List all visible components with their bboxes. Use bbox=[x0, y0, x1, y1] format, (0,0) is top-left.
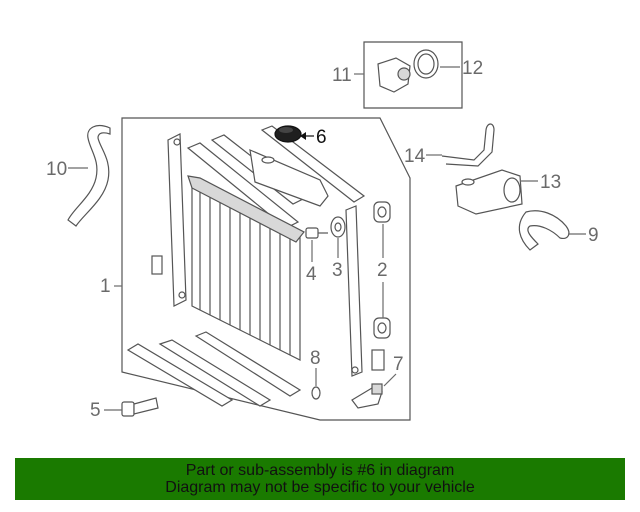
svg-text:5: 5 bbox=[90, 400, 101, 421]
callout-8: 8 bbox=[310, 348, 321, 386]
svg-text:14: 14 bbox=[404, 146, 426, 167]
bolt-part-5 bbox=[121, 397, 159, 417]
radiator-top-tank bbox=[249, 149, 329, 207]
callout-10: 10 bbox=[46, 159, 88, 180]
pipe-part-14 bbox=[441, 123, 495, 167]
svg-text:10: 10 bbox=[46, 159, 67, 180]
radiator-cap-part-6 bbox=[274, 125, 302, 143]
gasket-part-12 bbox=[413, 49, 439, 79]
callout-9: 9 bbox=[568, 225, 599, 246]
lower-strips bbox=[126, 331, 302, 407]
hose-part-9 bbox=[518, 210, 570, 251]
bolt-part-4 bbox=[305, 227, 328, 239]
hose-part-10 bbox=[67, 125, 111, 227]
svg-text:11: 11 bbox=[332, 65, 352, 86]
callout-11: 11 bbox=[332, 65, 364, 86]
sensor-part-7 bbox=[351, 383, 383, 409]
callout-3: 3 bbox=[332, 238, 343, 281]
drain-plug-part-8 bbox=[311, 386, 321, 400]
banner-line-2: Diagram may not be specific to your vehi… bbox=[165, 479, 475, 496]
svg-text:4: 4 bbox=[306, 264, 317, 285]
svg-text:6: 6 bbox=[316, 127, 327, 148]
info-banner: Part or sub-assembly is #6 in diagram Di… bbox=[15, 458, 625, 500]
callout-4: 4 bbox=[306, 240, 317, 285]
svg-text:7: 7 bbox=[393, 354, 404, 375]
svg-text:1: 1 bbox=[100, 276, 111, 297]
radiator-core bbox=[187, 175, 305, 361]
parts-diagram: 1 2 3 4 5 6 7 8 9 10 11 bbox=[46, 41, 599, 421]
right-support bbox=[345, 205, 385, 377]
callout-1: 1 bbox=[100, 276, 122, 297]
callout-2: 2 bbox=[377, 224, 388, 318]
callout-12: 12 bbox=[440, 58, 483, 79]
svg-text:3: 3 bbox=[332, 260, 343, 281]
housing-group-11 bbox=[363, 41, 463, 109]
callout-14: 14 bbox=[404, 146, 442, 167]
reservoir-part-13 bbox=[455, 169, 523, 215]
svg-text:12: 12 bbox=[462, 58, 483, 79]
svg-text:2: 2 bbox=[377, 260, 388, 281]
callout-5: 5 bbox=[90, 400, 122, 421]
callout-13: 13 bbox=[520, 172, 561, 193]
svg-text:9: 9 bbox=[588, 225, 599, 246]
washer-part-3 bbox=[330, 216, 346, 238]
cushion-part-2 bbox=[373, 201, 391, 339]
callout-6: 6 bbox=[300, 127, 327, 148]
callout-7: 7 bbox=[383, 354, 404, 387]
left-support bbox=[151, 133, 187, 307]
svg-text:13: 13 bbox=[540, 172, 561, 193]
banner-line-1: Part or sub-assembly is #6 in diagram bbox=[185, 462, 455, 479]
svg-text:8: 8 bbox=[310, 348, 321, 369]
